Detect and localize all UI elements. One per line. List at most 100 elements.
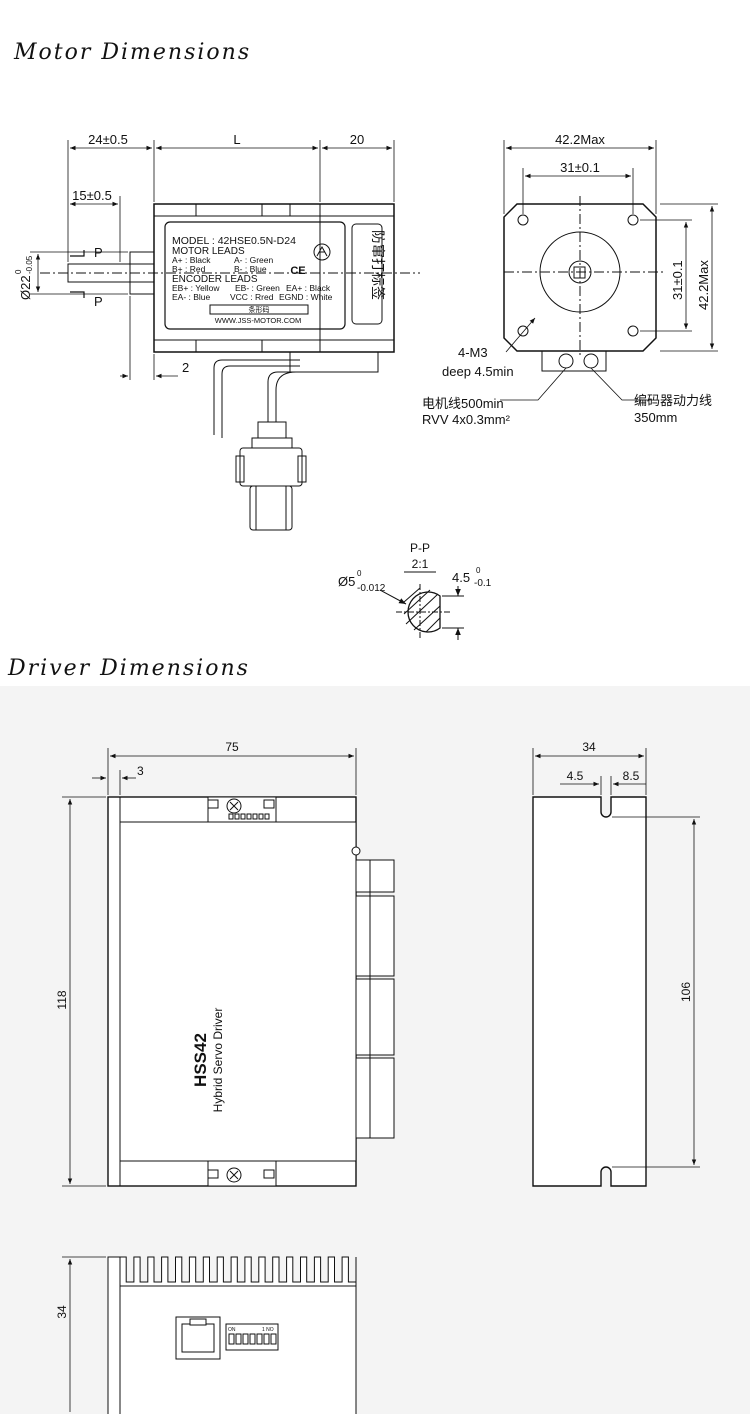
db-connector-body xyxy=(239,447,303,487)
label-a-minus: A- : Green xyxy=(234,255,273,265)
section-title: P-P xyxy=(410,541,430,555)
dim-flange-thickness: 2 xyxy=(182,360,189,375)
dim-driver-flange: 3 xyxy=(137,764,144,778)
motor-label-text: MODEL : 42HSE0.5N-D24 MOTOR LEADS A+ : B… xyxy=(172,230,386,325)
dim-driver-width: 75 xyxy=(225,740,239,754)
driver-bottom-dimensions xyxy=(62,1256,106,1412)
dim-hole-spacing: 31±0.1 xyxy=(560,160,600,175)
motor-front-cable-exit xyxy=(541,350,607,372)
motor-side-view xyxy=(40,203,420,531)
dim-max-width: 42.2Max xyxy=(555,132,605,147)
label-ea-plus: EA+ : Black xyxy=(286,283,331,293)
driver-front-text: 75 3 118 HSS42 Hybrid Servo Driver xyxy=(55,740,239,1112)
mount-hole-bl xyxy=(517,325,529,337)
label-eb-plus: EB+ : Yellow xyxy=(172,283,220,293)
dim-slot-left: 4.5 xyxy=(567,769,584,783)
label-b-minus: B- : Blue xyxy=(234,264,267,274)
driver-side-body xyxy=(532,796,647,1187)
label-barcode: 条形码 xyxy=(249,305,270,314)
mount-hole-br xyxy=(627,325,639,337)
driver-bottom-text: 34 ON 1 NO xyxy=(55,1305,274,1333)
terminal-block-3 xyxy=(355,978,395,1056)
dim-flat-length: 15±0.5 xyxy=(72,188,112,203)
label-anti-counterfeit: 防窜打标签 xyxy=(370,230,386,300)
driver-dimensions-title: Driver Dimensions xyxy=(8,656,250,681)
db-connector-plug xyxy=(249,485,293,531)
driver-side-text: 34 4.5 8.5 106 xyxy=(567,740,693,1002)
dim-hole-spacing-vertical: 31±0.1 xyxy=(670,260,685,300)
dim-shaft-length: 24±0.5 xyxy=(88,132,128,147)
section-scale: 2:1 xyxy=(412,557,429,571)
label-website: WWW.JSS-MOTOR.COM xyxy=(215,316,302,325)
dim-boss-tol-lower: -0.05 xyxy=(25,255,34,274)
dim-boss-tol-upper: 0 xyxy=(14,269,23,274)
motor-cable-length: 电机线500min xyxy=(422,396,504,411)
section-flat: 4.5 xyxy=(452,570,470,585)
motor-body xyxy=(153,203,395,353)
mount-holes-label: 4-M3 xyxy=(458,345,488,360)
dim-max-height: 42.2Max xyxy=(696,260,711,310)
motor-front-body xyxy=(503,203,657,352)
driver-side-dimensions xyxy=(532,748,700,1168)
terminal-block-4 xyxy=(355,1057,395,1139)
motor-side-dimension-text: 24±0.5 L 20 15±0.5 2 Ø22 0 -0.05 P P xyxy=(14,132,364,375)
label-encoder-leads: ENCODER LEADS xyxy=(172,274,258,285)
anti-counterfeit-label-box xyxy=(351,223,383,325)
cable-gland xyxy=(289,351,379,373)
dim-driver-height: 118 xyxy=(55,990,69,1009)
label-eb-minus: EB- : Green xyxy=(235,283,280,293)
encoder-cable-length: 350mm xyxy=(634,410,677,425)
encoder-cable-label: 编码器动力线 xyxy=(634,393,712,408)
dim-bottom-height: 34 xyxy=(55,1305,69,1319)
section-mark-top: P xyxy=(94,245,103,260)
dim-hole-pitch: 106 xyxy=(679,982,693,1002)
dim-body-length: L xyxy=(233,132,240,147)
label-egnd: EGND : White xyxy=(279,292,333,302)
motor-dimensions-title: Motor Dimensions xyxy=(14,40,252,65)
section-dia-tol-upper: 0 xyxy=(357,569,362,578)
label-vcc: VCC : Rred xyxy=(230,292,274,302)
barcode-box xyxy=(209,304,309,315)
dim-slot-right: 8.5 xyxy=(623,769,640,783)
label-ce-mark: CE xyxy=(290,265,305,277)
dim-boss-diameter: Ø22 xyxy=(18,275,33,300)
driver-bottom-view xyxy=(107,1256,357,1414)
section-pp-text: P-P 2:1 Ø5 0 -0.012 4.5 0 -0.1 xyxy=(338,541,492,594)
driver-model-name: HSS42 xyxy=(191,1033,210,1087)
motor-side-dimensions xyxy=(30,140,395,380)
section-flat-tol-lower: -0.1 xyxy=(474,578,492,589)
section-diameter: Ø5 xyxy=(338,574,355,589)
logo-circle xyxy=(313,243,331,261)
label-b-plus: B+ : Red xyxy=(172,264,206,274)
terminal-block-1 xyxy=(355,859,395,893)
label-model: MODEL : 42HSE0.5N-D24 xyxy=(172,235,296,247)
motor-cable-spec: RVV 4x0.3mm² xyxy=(422,412,511,427)
motor-front-dimension-text: 42.2Max 31±0.1 31±0.1 42.2Max 4-M3 deep … xyxy=(422,132,712,427)
label-motor-leads: MOTOR LEADS xyxy=(172,246,245,257)
dip-switch-no-label: 1 NO xyxy=(262,1327,274,1333)
dip-switch-on-label: ON xyxy=(228,1327,236,1333)
mount-holes-depth: deep 4.5min xyxy=(442,364,514,379)
mount-hole-tr xyxy=(627,214,639,226)
section-dia-tol-lower: -0.012 xyxy=(357,583,386,594)
driver-front-dimensions xyxy=(62,748,357,1187)
motor-front-view xyxy=(503,196,664,372)
driver-subtitle: Hybrid Servo Driver xyxy=(211,1008,225,1113)
dim-driver-depth: 34 xyxy=(582,740,596,754)
cable-hole-encoder xyxy=(583,353,599,369)
driver-front-view xyxy=(107,796,395,1187)
db-connector-boot xyxy=(257,421,287,439)
dim-rear-length: 20 xyxy=(350,132,364,147)
driver-front-panel xyxy=(119,821,357,1162)
cable-hole-motor xyxy=(558,353,574,369)
section-flat-tol-upper: 0 xyxy=(476,566,481,575)
driver-side-view xyxy=(532,796,647,1187)
motor-label-plate xyxy=(164,221,346,330)
section-pp-view xyxy=(379,571,464,640)
terminal-block-2 xyxy=(355,895,395,977)
label-a-plus: A+ : Black xyxy=(172,255,211,265)
label-ea-minus: EA- : Blue xyxy=(172,292,211,302)
motor-front-dimensions xyxy=(500,140,718,401)
section-mark-bottom: P xyxy=(94,294,103,309)
